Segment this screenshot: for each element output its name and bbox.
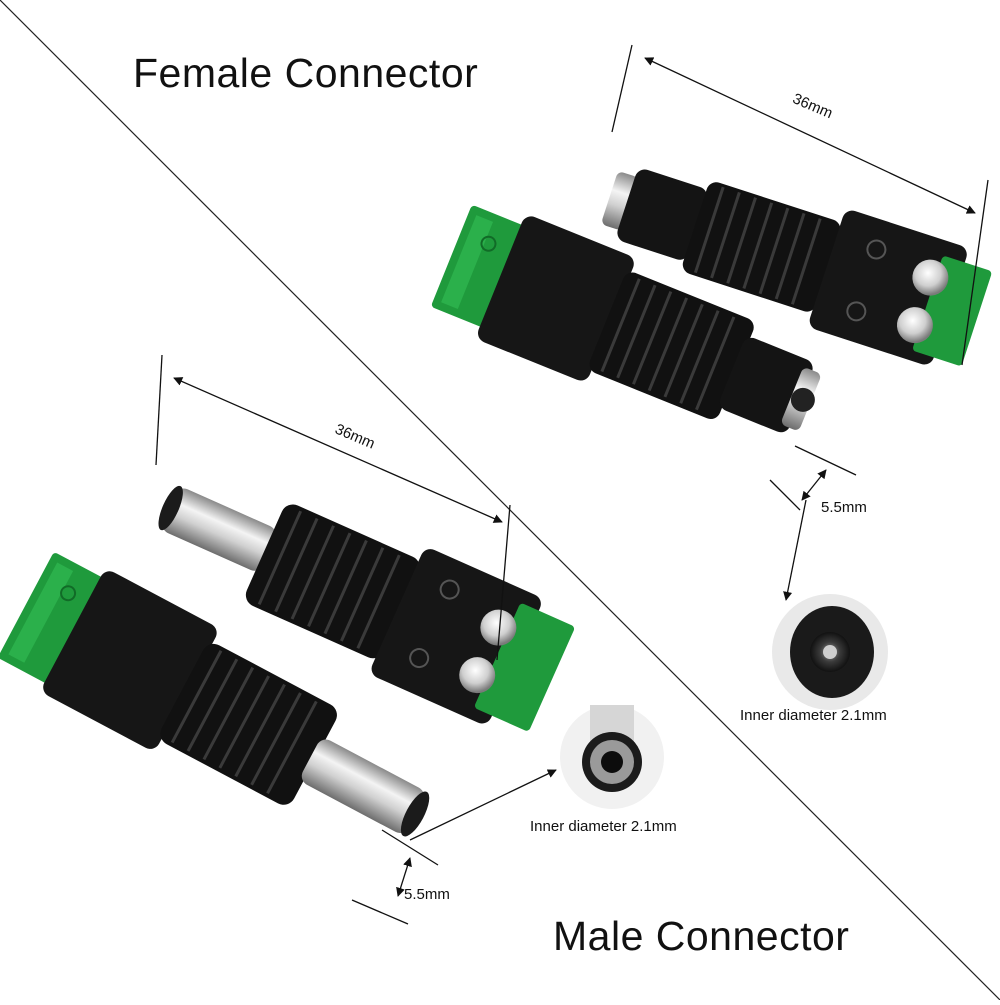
male-outer-diameter-label: 5.5mm bbox=[404, 886, 450, 903]
male-plug-detail bbox=[560, 705, 664, 809]
female-connector-back bbox=[602, 169, 992, 366]
female-connector-front bbox=[431, 205, 821, 433]
female-length-label: 36mm bbox=[790, 90, 835, 122]
male-length-label: 36mm bbox=[332, 421, 377, 453]
female-outer-diameter-label: 5.5mm bbox=[821, 499, 867, 516]
male-inner-diameter-label: Inner diameter 2.1mm bbox=[530, 818, 677, 835]
female-inner-diameter-label: Inner diameter 2.1mm bbox=[740, 707, 887, 724]
male-dimensions bbox=[155, 354, 557, 925]
male-connector-title: Male Connector bbox=[553, 913, 850, 959]
female-connector-title: Female Connector bbox=[133, 50, 479, 96]
female-dimensions bbox=[611, 44, 989, 601]
male-connector-front bbox=[0, 553, 430, 837]
female-jack-detail bbox=[772, 594, 888, 710]
